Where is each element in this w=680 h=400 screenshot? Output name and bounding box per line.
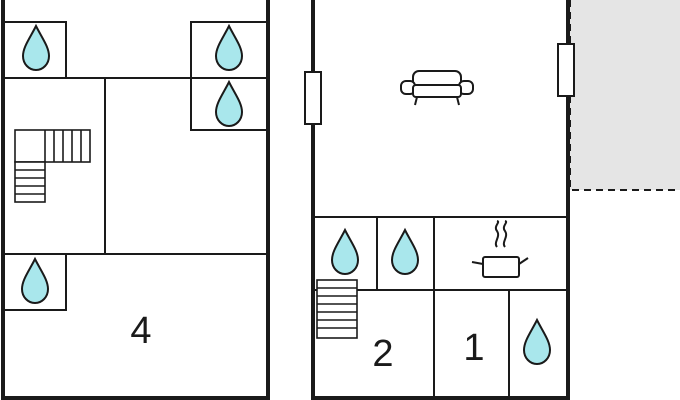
water-drop-icon — [391, 229, 419, 275]
water-drop-icon — [22, 25, 50, 71]
water-drop-icon — [215, 25, 243, 71]
right-building — [311, 0, 570, 400]
staircase-icon — [316, 279, 358, 339]
water-drop-icon — [331, 229, 359, 275]
water-drop-icon — [215, 81, 243, 127]
left-building — [1, 0, 270, 400]
terrace-area — [569, 0, 680, 191]
room-label-1: 1 — [463, 327, 484, 369]
cooking-pot-icon — [471, 220, 529, 278]
water-drop-icon — [21, 258, 49, 304]
sofa-icon — [400, 70, 474, 106]
room-label-2: 2 — [372, 333, 393, 375]
window-icon — [557, 43, 575, 97]
room-label-4: 4 — [130, 310, 151, 352]
window-icon — [304, 71, 322, 125]
staircase-icon — [14, 129, 91, 203]
water-drop-icon — [523, 319, 551, 365]
